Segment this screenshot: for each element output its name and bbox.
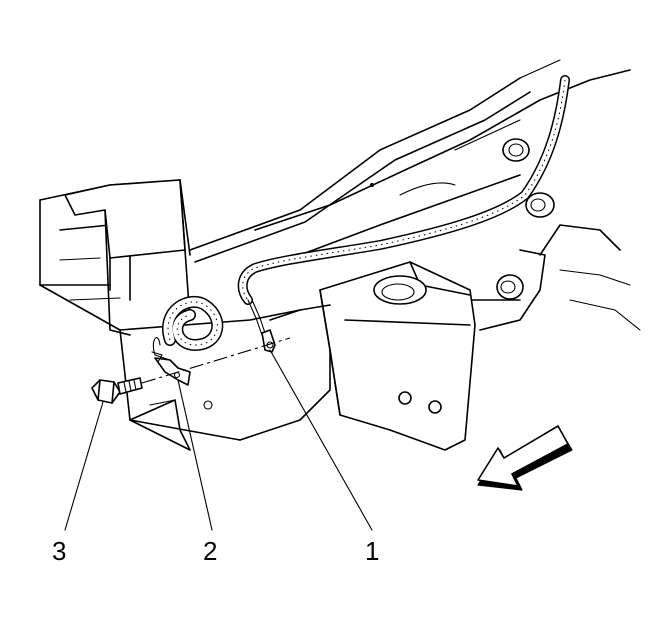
mount-bolt-hole-1	[398, 391, 412, 405]
ground-bracket	[151, 351, 191, 386]
mount-hole	[373, 275, 427, 305]
leader-3	[64, 401, 104, 531]
callout-2: 2	[203, 536, 217, 566]
ground-terminal	[261, 329, 276, 353]
leader-2	[177, 379, 213, 531]
leader-lines	[64, 349, 373, 531]
rail-bosses	[370, 138, 555, 300]
assembly-centerline	[141, 337, 291, 384]
callout-3: 3	[52, 536, 66, 566]
leader-1	[269, 349, 373, 531]
body-mount-bracket	[269, 261, 476, 451]
callout-1: 1	[365, 536, 379, 566]
upper-frame-rail	[189, 59, 631, 263]
harness-coil	[152, 295, 224, 361]
mount-bolt-hole-2	[428, 400, 442, 414]
vertical-bracket	[64, 179, 191, 336]
frame-hole	[203, 400, 213, 410]
rail-rivet	[370, 183, 374, 187]
ground-bolt	[91, 377, 143, 404]
forward-arrow	[477, 425, 573, 491]
right-frame-edge	[469, 224, 641, 331]
